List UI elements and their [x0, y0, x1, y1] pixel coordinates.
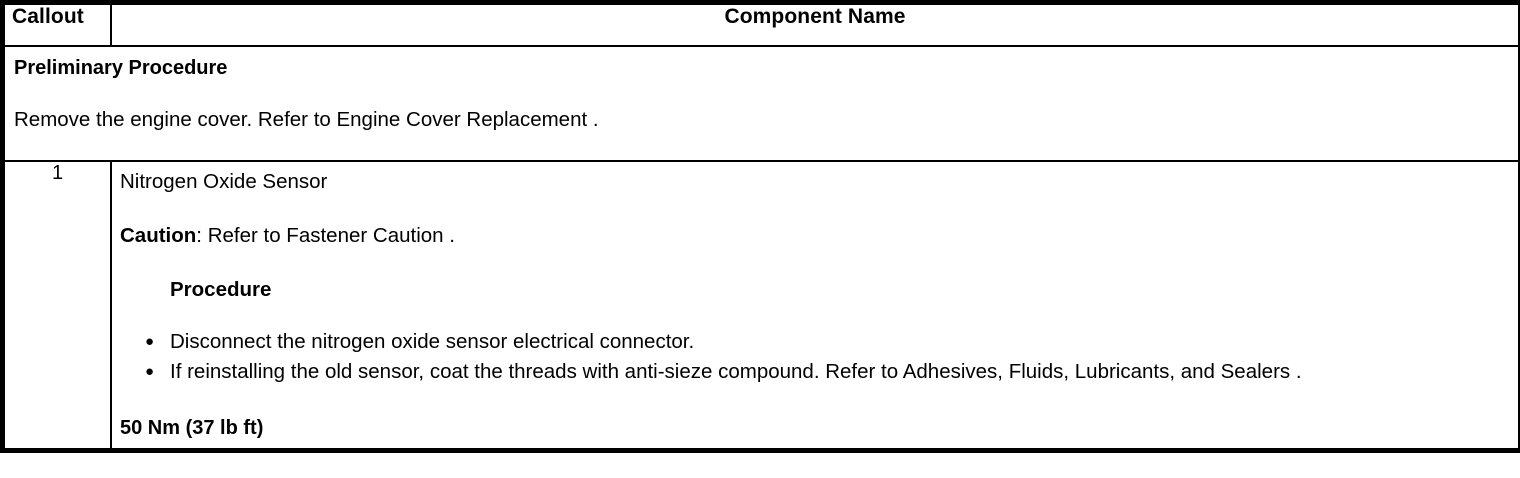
preliminary-procedure-text: Remove the engine cover. Refer to Engine…: [14, 108, 599, 131]
procedure-step-text: If reinstalling the old sensor, coat the…: [170, 360, 1302, 383]
preliminary-procedure-row: Preliminary Procedure Remove the engine …: [3, 45, 1520, 162]
column-header-component-name: Component Name: [110, 3, 1520, 47]
procedure-heading: Procedure: [170, 278, 272, 301]
procedure-step-text: Disconnect the nitrogen oxide sensor ele…: [170, 330, 695, 353]
preliminary-procedure-cell: Preliminary Procedure Remove the engine …: [3, 45, 1520, 162]
table-header-row: Callout Component Name: [3, 3, 1520, 47]
list-item: ● If reinstalling the old sensor, coat th…: [145, 358, 1506, 386]
component-spec-table: Callout Component Name Preliminary Proce…: [0, 0, 1520, 453]
procedure-step-list: ● Disconnect the nitrogen oxide sensor el…: [120, 328, 1506, 386]
caution-note: Caution: Refer to Fastener Caution .: [120, 224, 1506, 248]
table-row: 1 Nitrogen Oxide Sensor Caution: Refer t…: [3, 160, 1520, 450]
bullet-dot-icon: ●: [145, 333, 155, 350]
component-name-text: Nitrogen Oxide Sensor: [120, 170, 328, 193]
callout-number: 1: [3, 160, 112, 450]
preliminary-procedure-title: Preliminary Procedure: [14, 57, 228, 79]
list-item: ● Disconnect the nitrogen oxide sensor el…: [145, 328, 1506, 356]
caution-label: Caution: [120, 224, 197, 247]
torque-specification: 50 Nm (37 lb ft): [120, 417, 264, 439]
bullet-dot-icon: ●: [145, 363, 155, 380]
caution-reference-text: : Refer to Fastener Caution .: [196, 224, 455, 247]
component-detail-cell: Nitrogen Oxide Sensor Caution: Refer to …: [110, 160, 1520, 450]
column-header-callout: Callout: [3, 3, 112, 47]
